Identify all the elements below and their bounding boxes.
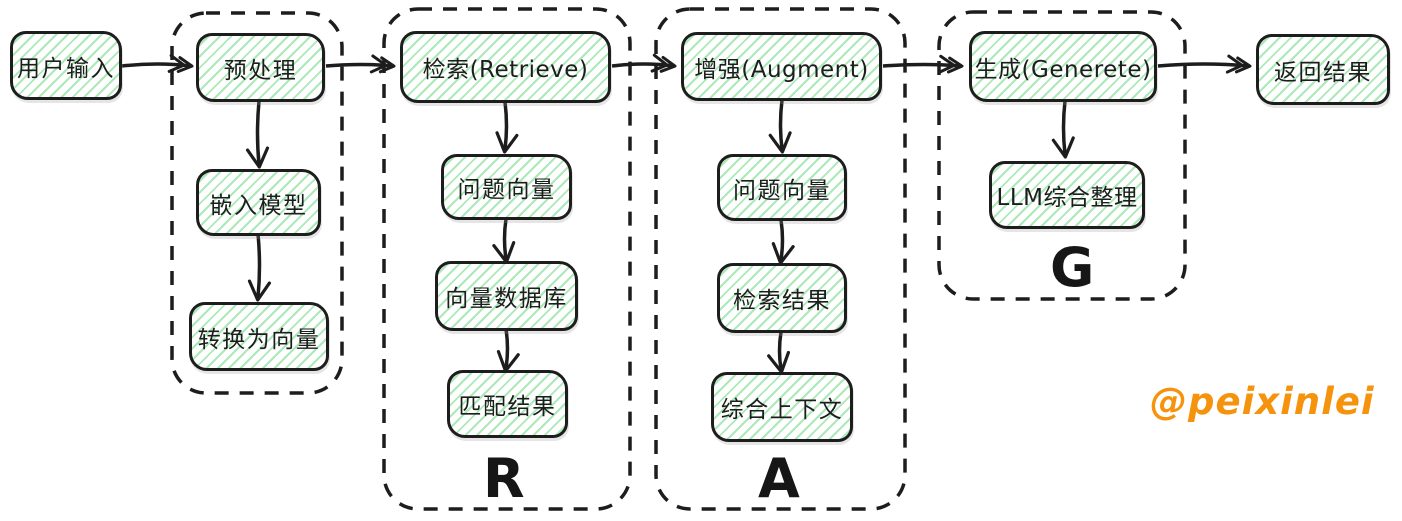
arrow-preprocess-retrieve [325, 54, 396, 74]
node-retrieval-result: 检索结果 [717, 263, 847, 333]
node-user-input: 用户输入 [10, 31, 122, 100]
arrow-augment-generate [882, 54, 964, 74]
group-a-letter: A [758, 447, 800, 510]
node-return-result: 返回结果 [1256, 34, 1390, 105]
node-a-question-vector: 问题向量 [717, 154, 847, 221]
arrow-embedmodel-tovector [247, 233, 271, 302]
node-to-vector: 转换为向量 [189, 302, 329, 371]
group-generate-frame [937, 10, 1187, 301]
node-r-question-vector: 问题向量 [441, 154, 572, 220]
group-retrieve-frame [382, 7, 632, 511]
watermark: @peixinlei [1150, 380, 1375, 423]
arrow-questionvector-vectordb [492, 218, 516, 264]
node-preprocess: 预处理 [196, 33, 325, 102]
node-embed-model: 嵌入模型 [196, 169, 321, 236]
group-g-letter: G [1050, 236, 1095, 299]
arrow-preprocess-embedmodel [245, 100, 270, 169]
arrow-retrievalresult-combinecontext [767, 331, 791, 374]
node-vector-db: 向量数据库 [435, 261, 578, 331]
group-augment-frame [654, 7, 907, 511]
arrow-userinput-preprocess [121, 54, 194, 74]
arrow-questionvector-retrievalresult [771, 219, 795, 265]
node-combine-context: 综合上下文 [711, 372, 853, 442]
group-preprocess-frame [170, 11, 344, 395]
node-generate: 生成(Generete) [969, 31, 1157, 102]
arrow-retrieve-questionvector [495, 101, 519, 154]
node-augment: 增强(Augment) [681, 32, 882, 101]
node-retrieve: 检索(Retrieve) [400, 31, 611, 103]
group-r-letter: R [483, 447, 525, 510]
arrow-augment-questionvector [768, 99, 792, 154]
arrow-generate-llm [1051, 100, 1075, 159]
arrow-retrieve-augment [611, 53, 677, 73]
node-llm-organize: LLM综合整理 [989, 161, 1145, 229]
arrow-vectordb-matchresult [496, 328, 520, 373]
node-match-result: 匹配结果 [447, 370, 568, 438]
arrow-generate-returnresult [1157, 54, 1252, 74]
